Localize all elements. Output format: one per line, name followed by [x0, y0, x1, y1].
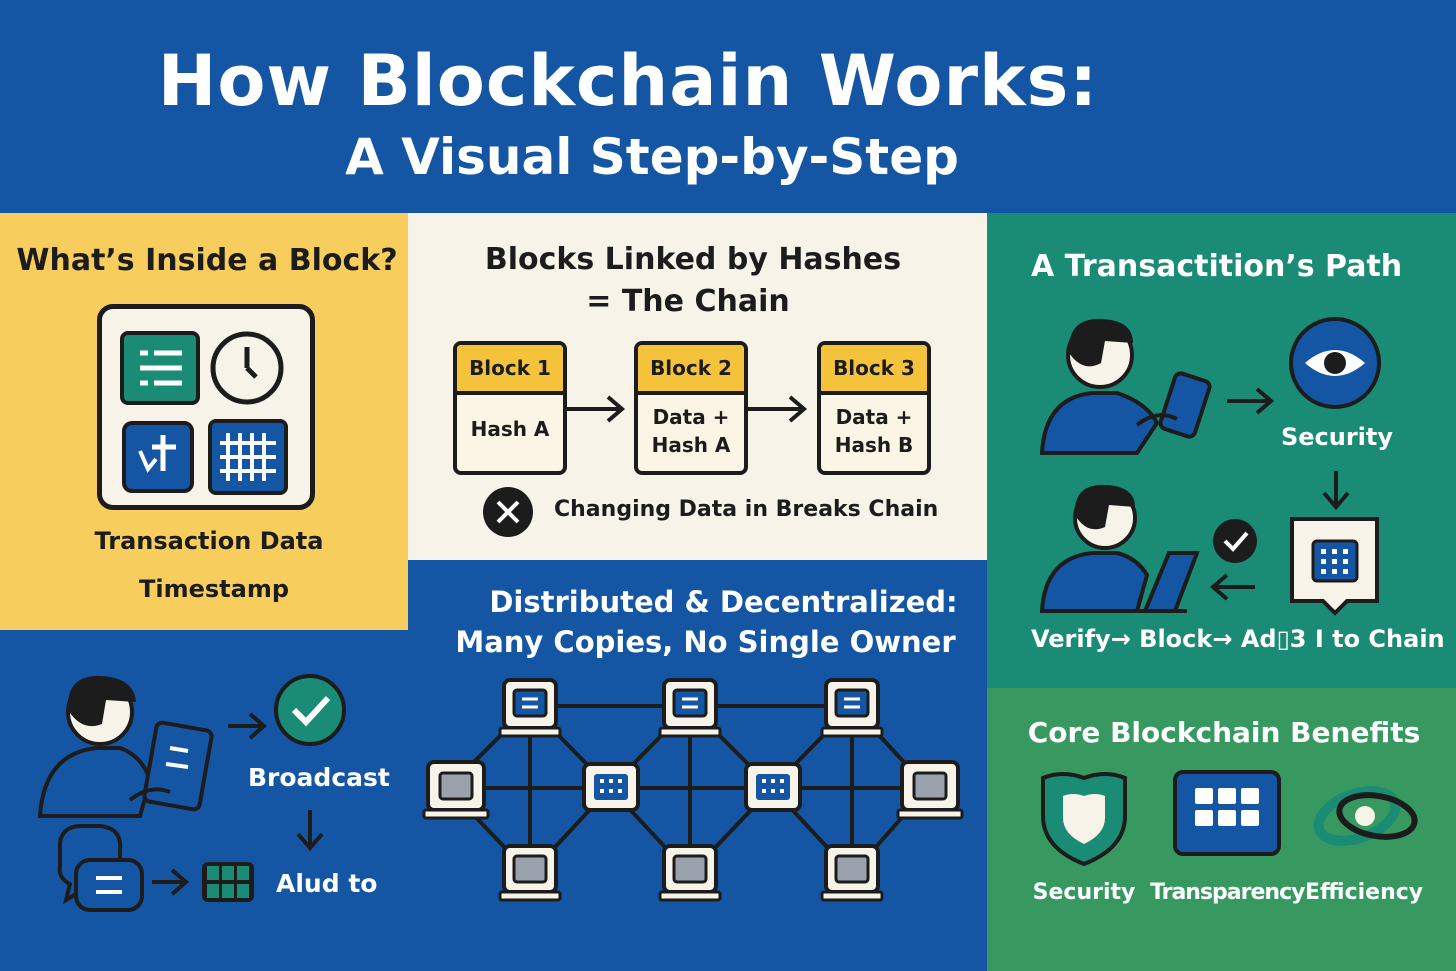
tx-flow-label: Verify→ Block→ Ad▯3 I to Chain: [1031, 625, 1445, 653]
security-label: Security: [1280, 423, 1394, 451]
network-node-bottom-1: [498, 844, 562, 902]
network-node-mid-1: [582, 762, 640, 812]
arrow-right-icon: [1227, 387, 1275, 415]
efficiency-link-icon: [1313, 786, 1418, 846]
check-icon: [1213, 519, 1257, 563]
block-2-hash: Hash A: [651, 433, 731, 457]
inside-block-panel: What’s Inside a Block?: [0, 213, 408, 630]
list-icon: [120, 331, 200, 405]
chain-arrow-1: [566, 395, 626, 423]
block-grid-icon: [1290, 517, 1379, 616]
network-node-bottom-2: [658, 844, 722, 902]
page-subtitle: A Visual Step-by-Step: [345, 128, 959, 186]
distributed-heading-line2: Many Copies, No Single Owner: [455, 625, 956, 659]
chain-panel: Blocks Linked by Hashes = The Chain Bloc…: [408, 213, 987, 560]
grid-icon: [208, 419, 288, 495]
transaction-data-label: Transaction Data: [94, 527, 324, 555]
block-2-title: Block 2: [638, 345, 744, 395]
inside-block-heading: What’s Inside a Block?: [16, 243, 398, 278]
network-node-left: [422, 760, 490, 820]
broadcast-illustration: [37, 674, 346, 912]
chain-arrow-2: [746, 395, 808, 423]
network-node-top-1: [498, 678, 562, 738]
block-3-data: Data +: [835, 405, 913, 429]
network-node-top-3: [820, 678, 884, 738]
benefits-panel: Core Blockchain Benefits Security Transp…: [987, 688, 1456, 971]
network-node-right: [896, 760, 964, 820]
block-1-title: Block 1: [457, 345, 563, 395]
block-3-hash: Hash B: [834, 433, 914, 457]
block-2: Block 2 Data + Hash A: [634, 341, 748, 475]
network-node-mid-2: [744, 762, 802, 812]
chat-bubbles-icon: [57, 824, 144, 912]
timestamp-label: Timestamp: [138, 575, 290, 603]
arrow-right-icon: [228, 712, 268, 740]
add-to-label: Alud to: [276, 869, 378, 898]
person-laptop-icon: [1039, 484, 1200, 613]
check-circle-icon: [274, 674, 346, 746]
eye-icon: [1289, 317, 1381, 409]
network-node-bottom-3: [820, 844, 884, 902]
benefit-security: Security: [1032, 880, 1136, 905]
page-title: How Blockchain Works:: [157, 40, 1099, 122]
distributed-heading-line1: Distributed & Decentralized:: [489, 585, 958, 619]
arrow-down-icon: [296, 810, 324, 852]
chain-heading-line1: Blocks Linked by Hashes: [484, 242, 902, 277]
block-2-data: Data +: [652, 405, 730, 429]
arrow-right-icon: [152, 868, 190, 896]
clock-icon: [210, 331, 284, 405]
chain-warning: Changing Data in Breaks Chain: [554, 497, 939, 522]
benefits-heading: Core Blockchain Benefits: [1027, 716, 1421, 749]
shield-icon: [1041, 772, 1127, 867]
benefit-efficiency: Efficiency: [1305, 880, 1424, 905]
block-1: Block 1 Hash A: [453, 341, 567, 475]
chain-heading-line2: = The Chain: [586, 284, 790, 319]
tx-path-panel: A Transactition’s Path: [987, 213, 1456, 688]
tx-path-heading: A Transactition’s Path: [1031, 249, 1403, 284]
transparency-grid-icon: [1173, 770, 1281, 856]
download-icon: [122, 421, 194, 493]
block-3-title: Block 3: [821, 345, 927, 395]
network-diagram: [422, 678, 964, 902]
broadcast-label: Broadcast: [248, 763, 390, 792]
arrow-down-icon: [1322, 471, 1350, 511]
close-icon: [483, 487, 533, 537]
person-phone-icon: [1039, 318, 1212, 455]
block-3: Block 3 Data + Hash B: [817, 341, 931, 475]
block-1-hash: Hash A: [470, 417, 550, 441]
green-grid-icon: [202, 862, 254, 902]
network-node-top-2: [658, 678, 722, 738]
benefit-transparency: Transparency: [1150, 880, 1305, 905]
arrow-left-icon: [1209, 573, 1255, 601]
person-tablet-icon: [37, 675, 214, 818]
